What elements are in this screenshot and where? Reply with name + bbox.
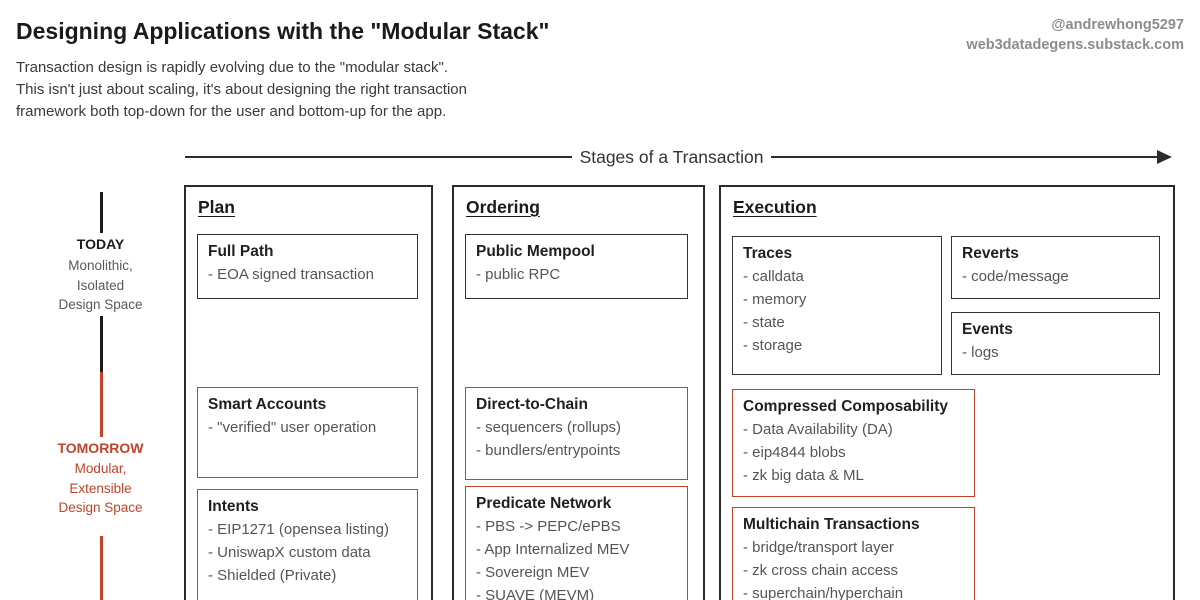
author-site: web3datadegens.substack.com xyxy=(966,37,1184,53)
box-title: Predicate Network xyxy=(476,495,612,512)
box-title: Reverts xyxy=(962,245,1019,262)
arrow-line-right xyxy=(771,155,1158,159)
timeline-segment-black xyxy=(100,316,103,372)
page-subtitle: Transaction design is rapidly evolving d… xyxy=(16,57,467,123)
subtitle-line: framework both top-down for the user and… xyxy=(16,103,447,120)
box-item: - SUAVE (MEVM) xyxy=(476,587,595,600)
box-title: Full Path xyxy=(208,243,274,260)
column-plan: Plan Full Path - EOA signed transaction … xyxy=(184,185,433,600)
box-item: - "verified" user operation xyxy=(208,419,377,436)
timeline-today-label: TODAY xyxy=(76,236,125,252)
box-title: Multichain Transactions xyxy=(743,516,920,533)
box-item: - EOA signed transaction xyxy=(208,266,374,283)
box-item: - state xyxy=(743,314,785,331)
box-compressed-composability: Compressed Composability - Data Availabi… xyxy=(732,389,975,497)
timeline-segment-black xyxy=(100,192,103,233)
timeline-tomorrow-label: TOMORROW xyxy=(57,440,144,456)
box-item: - storage xyxy=(743,337,803,354)
box-multichain-transactions: Multichain Transactions - bridge/transpo… xyxy=(732,507,975,600)
box-item: - logs xyxy=(962,344,999,361)
box-direct-to-chain: Direct-to-Chain - sequencers (rollups) -… xyxy=(465,387,688,480)
timeline-segment-red xyxy=(100,536,103,600)
box-title: Traces xyxy=(743,245,793,262)
box-title: Smart Accounts xyxy=(208,396,327,413)
arrowhead-icon xyxy=(1157,150,1172,164)
timeline-today-line: Design Space xyxy=(58,297,143,312)
box-item: - zk big data & ML xyxy=(743,467,864,484)
box-title: Public Mempool xyxy=(476,243,595,260)
timeline-today-line: Monolithic, xyxy=(68,258,133,273)
box-full-path: Full Path - EOA signed transaction xyxy=(197,234,418,299)
box-item: - code/message xyxy=(962,268,1069,285)
box-events: Events - logs xyxy=(951,312,1160,375)
column-ordering: Ordering Public Mempool - public RPC Dir… xyxy=(452,185,705,600)
box-item: - sequencers (rollups) xyxy=(476,419,622,436)
timeline-tomorrow-desc: Modular, Extensible Design Space xyxy=(25,459,176,518)
box-item: - bridge/transport layer xyxy=(743,539,894,556)
box-item: - eip4844 blobs xyxy=(743,444,846,461)
timeline-today-desc: Monolithic, Isolated Design Space xyxy=(25,256,176,315)
box-title: Direct-to-Chain xyxy=(476,396,588,413)
box-item: - App Internalized MEV xyxy=(476,541,630,558)
subtitle-line: This isn't just about scaling, it's abou… xyxy=(16,81,467,98)
column-execution-header: Execution xyxy=(733,197,817,217)
box-intents: Intents - EIP1271 (opensea listing) - Un… xyxy=(197,489,418,600)
box-item: - PBS -> PEPC/ePBS xyxy=(476,518,621,535)
timeline-tomorrow-line: Modular, xyxy=(74,461,127,476)
box-title: Intents xyxy=(208,498,259,515)
box-item: - Data Availability (DA) xyxy=(743,421,893,438)
box-item: - calldata xyxy=(743,268,804,285)
author-credit: @andrewhong5297 web3datadegens.substack.… xyxy=(966,15,1184,55)
box-public-mempool: Public Mempool - public RPC xyxy=(465,234,688,299)
stages-arrow: Stages of a Transaction xyxy=(185,145,1172,169)
box-item: - UniswapX custom data xyxy=(208,544,371,561)
stages-label: Stages of a Transaction xyxy=(579,146,764,167)
timeline-segment-red xyxy=(100,372,103,437)
subtitle-line: Transaction design is rapidly evolving d… xyxy=(16,59,448,76)
column-plan-header: Plan xyxy=(198,197,235,217)
author-handle: @andrewhong5297 xyxy=(1051,17,1184,33)
arrow-line-left xyxy=(185,155,572,159)
box-item: - zk cross chain access xyxy=(743,562,899,579)
box-predicate-network: Predicate Network - PBS -> PEPC/ePBS - A… xyxy=(465,486,688,600)
box-reverts: Reverts - code/message xyxy=(951,236,1160,299)
timeline-today-line: Isolated xyxy=(76,277,125,293)
page-title: Designing Applications with the "Modular… xyxy=(16,18,550,44)
box-item: - public RPC xyxy=(476,266,561,283)
box-item: - memory xyxy=(743,291,807,308)
box-title: Compressed Composability xyxy=(743,398,948,415)
box-item: - superchain/hyperchain xyxy=(743,585,904,600)
box-title: Events xyxy=(962,321,1013,338)
timeline-tomorrow-line: Extensible xyxy=(69,480,132,496)
box-item: - Shielded (Private) xyxy=(208,567,337,584)
box-traces: Traces - calldata - memory - state - sto… xyxy=(732,236,942,375)
box-item: - Sovereign MEV xyxy=(476,564,590,581)
column-ordering-header: Ordering xyxy=(466,197,540,217)
timeline-tomorrow-line: Design Space xyxy=(58,500,143,515)
column-execution: Execution Traces - calldata - memory - s… xyxy=(719,185,1175,600)
box-item: - bundlers/entrypoints xyxy=(476,442,621,459)
box-item: - EIP1271 (opensea listing) xyxy=(208,521,389,538)
box-smart-accounts: Smart Accounts - "verified" user operati… xyxy=(197,387,418,478)
